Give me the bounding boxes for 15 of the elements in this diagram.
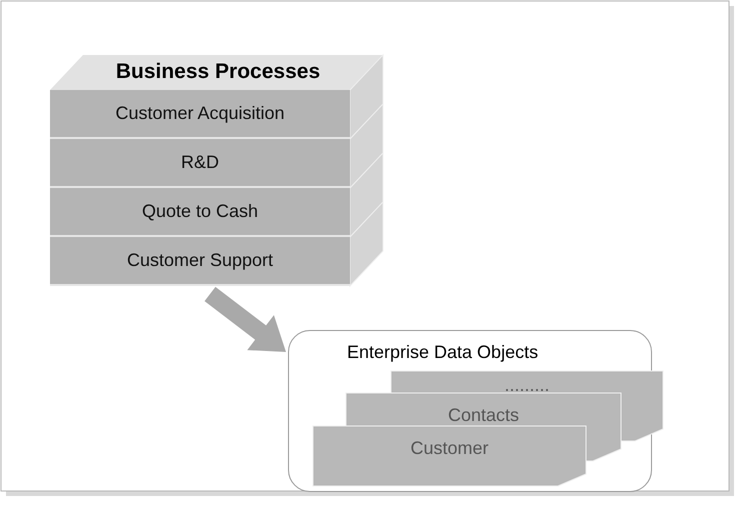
process-layer <box>50 139 350 188</box>
panel-heading: Enterprise Data Objects <box>347 342 538 363</box>
document-page <box>313 426 586 486</box>
process-layer <box>50 237 350 286</box>
page-label: ......... <box>503 375 550 396</box>
process-label: R&D <box>180 152 220 173</box>
process-label: Quote to Cash <box>140 201 260 222</box>
page-label: Contacts <box>446 405 520 426</box>
process-layer <box>50 90 350 139</box>
process-layer <box>50 188 350 237</box>
process-label: Customer Acquisition <box>114 103 286 124</box>
page-label: Customer <box>409 438 490 459</box>
stack-heading: Business Processes <box>114 60 322 84</box>
block-arrow <box>204 286 286 352</box>
process-label: Customer Support <box>126 250 274 271</box>
